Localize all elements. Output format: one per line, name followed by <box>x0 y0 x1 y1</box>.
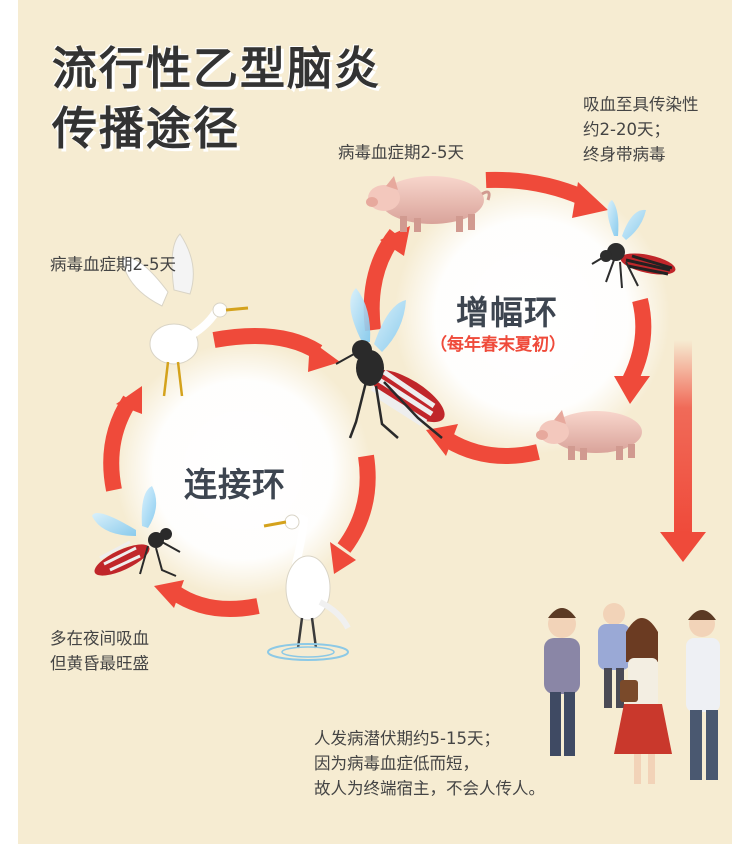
amplification-season-label: （每年春末夏初） <box>430 335 566 355</box>
people-icon <box>544 603 720 784</box>
down-arrow-to-humans <box>660 340 706 562</box>
arrow-mosquito-to-egret <box>337 454 376 553</box>
pig-icon <box>366 176 491 232</box>
maintenance-glow <box>115 342 371 598</box>
mosquito-icon <box>92 486 181 577</box>
arrow-pig-to-mosquito <box>485 171 588 206</box>
egret-standing-icon <box>263 514 351 661</box>
amplification-cycle-label: 增幅环 <box>456 293 558 332</box>
arrow-mosquito-to-pig <box>622 298 652 384</box>
egret-flying-icon <box>121 233 249 397</box>
human-host-note: 人发病潜伏期约5-15天； 因为病毒血症低而短， 故人为终端宿主，不会人传人。 <box>314 729 545 798</box>
arrow-mosquito-to-bird <box>103 395 137 492</box>
arrow-egret-to-mosquito-left <box>169 585 260 617</box>
amplification-arrows <box>363 171 652 464</box>
maintenance-arrowheads <box>116 340 356 608</box>
page-title: 流行性乙型脑炎 <box>52 42 382 95</box>
pig-icon <box>536 410 642 460</box>
diagram-canvas <box>92 171 720 784</box>
maintenance-cycle-label: 连接环 <box>184 465 286 504</box>
arrow-pig-to-center-mosquito <box>443 433 540 464</box>
mosquito-icon <box>591 200 676 289</box>
page-subtitle: 传播途径 <box>52 102 241 155</box>
bird-viremia-note: 病毒血症期2-5天 <box>50 255 176 274</box>
night-feeding-note: 多在夜间吸血 但黄昏最旺盛 <box>50 629 149 673</box>
amplification-glow <box>394 178 670 454</box>
mosquito-icon <box>335 288 445 439</box>
mosquito-infectivity-note: 吸血至具传染性 约2-20天； 终身带病毒 <box>583 95 699 164</box>
infographic-card: 流行性乙型脑炎 传播途径 病毒血症期2-5天 吸血至具传染性 约2-20天； 终… <box>18 0 732 844</box>
pig-viremia-note: 病毒血症期2-5天 <box>338 143 464 162</box>
